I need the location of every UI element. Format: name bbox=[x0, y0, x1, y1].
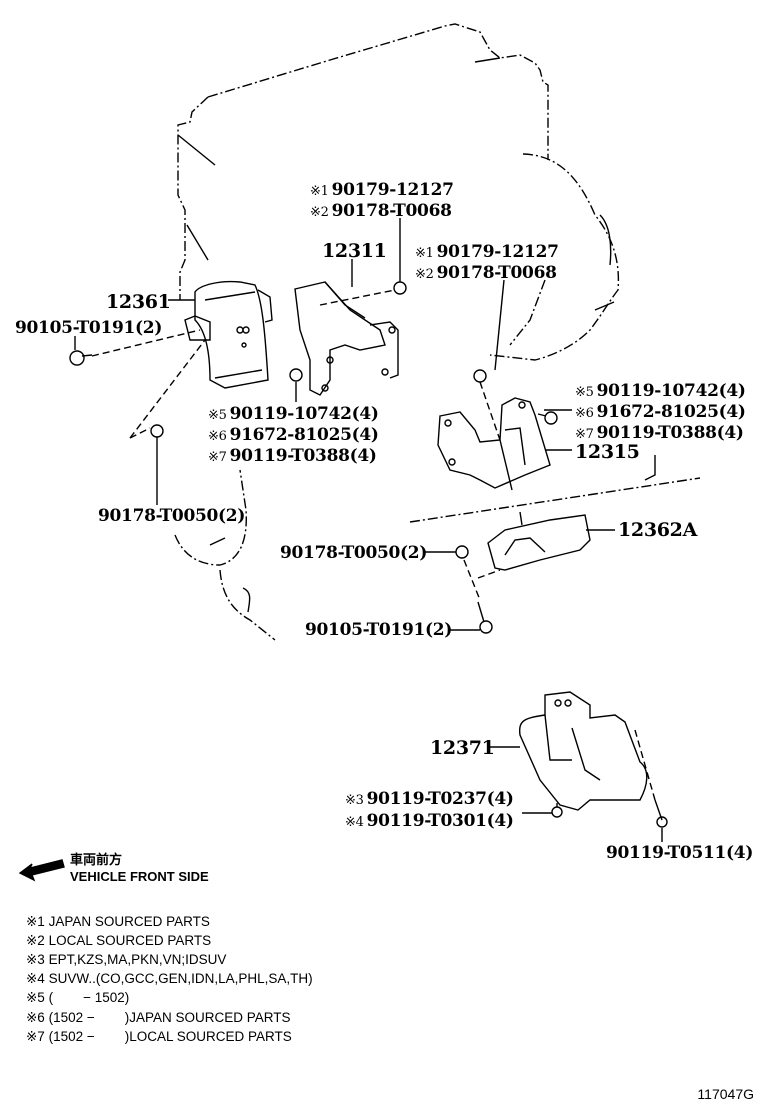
note-mark: ※7 bbox=[575, 427, 594, 442]
part-number: 90119-T0237(4) bbox=[366, 789, 514, 809]
callout-12311: 12311 bbox=[322, 240, 387, 262]
legend-item: ※5 ( − 1502) bbox=[26, 990, 130, 1005]
part-number: 12361 bbox=[106, 291, 171, 313]
arrow-left-icon bbox=[18, 859, 65, 882]
part-number: 90178-T0068 bbox=[436, 263, 557, 283]
callout-90105-t0191-left: 90105-T0191(2) bbox=[15, 318, 162, 338]
part-number: 91672-81025(4) bbox=[229, 425, 379, 445]
part-number: 12311 bbox=[322, 240, 387, 262]
bracket-12315-drawing bbox=[437, 369, 558, 491]
legend-item: ※7 (1502 − )LOCAL SOURCED PARTS bbox=[26, 1029, 292, 1044]
mount-12361-drawing bbox=[69, 280, 273, 439]
callout-90105-t0191-mid: 90105-T0191(2) bbox=[305, 620, 452, 640]
legend-item: ※3 EPT,KZS,MA,PKN,VN;IDSUV bbox=[26, 952, 227, 967]
callout-12315: 12315 bbox=[575, 441, 640, 463]
part-number: 90178-T0068 bbox=[331, 201, 452, 221]
callout-12371: 12371 bbox=[430, 737, 495, 759]
note-mark: ※4 bbox=[345, 815, 364, 830]
callout-12361: 12361 bbox=[106, 291, 171, 313]
part-number: 12362A bbox=[618, 519, 698, 541]
legend-item: ※1 JAPAN SOURCED PARTS bbox=[26, 914, 210, 929]
part-number: 90178-T0050(2) bbox=[280, 543, 428, 563]
callout-90178-t0050-mid: 90178-T0050(2) bbox=[280, 543, 427, 563]
note-mark: ※5 bbox=[575, 385, 594, 400]
note-mark: ※5 bbox=[208, 408, 227, 423]
callout-12362a: 12362A bbox=[618, 519, 697, 541]
mount-12371-drawing bbox=[518, 691, 668, 828]
note-mark: ※6 bbox=[208, 429, 227, 444]
note-mark: ※2 bbox=[415, 267, 434, 282]
part-number: 90119-10742(4) bbox=[596, 381, 746, 401]
part-number: 90178-T0050(2) bbox=[98, 506, 246, 526]
note-mark: ※7 bbox=[208, 450, 227, 465]
note-mark: ※1 bbox=[415, 246, 434, 261]
note-mark: ※6 bbox=[575, 406, 594, 421]
part-number: 91672-81025(4) bbox=[596, 402, 746, 422]
legend-item: ※6 (1502 − )JAPAN SOURCED PARTS bbox=[26, 1010, 291, 1025]
engine-outline bbox=[174, 23, 701, 641]
part-number: 90119-T0511(4) bbox=[606, 843, 754, 863]
bracket-12311-drawing bbox=[289, 281, 407, 396]
part-number: 90179-12127 bbox=[436, 242, 559, 262]
callout-90119-t0511: 90119-T0511(4) bbox=[606, 843, 753, 863]
leader-lines bbox=[74, 218, 663, 842]
legend-item: ※4 SUVW..(CO,GCC,GEN,IDN,LA,PHL,SA,TH) bbox=[26, 971, 313, 986]
callout-90178-t0050-left: 90178-T0050(2) bbox=[98, 506, 245, 526]
mount-12362a-drawing bbox=[455, 511, 591, 634]
part-number: 90119-T0301(4) bbox=[366, 811, 514, 831]
part-number: 90119-T0388(4) bbox=[229, 446, 377, 466]
part-number: 90105-T0191(2) bbox=[305, 620, 453, 640]
part-number: 90179-12127 bbox=[331, 180, 454, 200]
direction-label-jp: 車両前方 bbox=[70, 852, 123, 867]
diagram-id: 117047G bbox=[697, 1086, 754, 1102]
part-number: 90119-T0388(4) bbox=[596, 423, 744, 443]
part-number: 12315 bbox=[575, 441, 640, 463]
note-mark: ※3 bbox=[345, 793, 364, 808]
part-number: 90105-T0191(2) bbox=[15, 318, 163, 338]
note-mark: ※2 bbox=[310, 205, 329, 220]
note-mark: ※1 bbox=[310, 184, 329, 199]
legend-item: ※2 LOCAL SOURCED PARTS bbox=[26, 933, 212, 948]
part-number: 12371 bbox=[430, 737, 495, 759]
part-number: 90119-10742(4) bbox=[229, 404, 379, 424]
direction-label-en: VEHICLE FRONT SIDE bbox=[70, 869, 209, 884]
